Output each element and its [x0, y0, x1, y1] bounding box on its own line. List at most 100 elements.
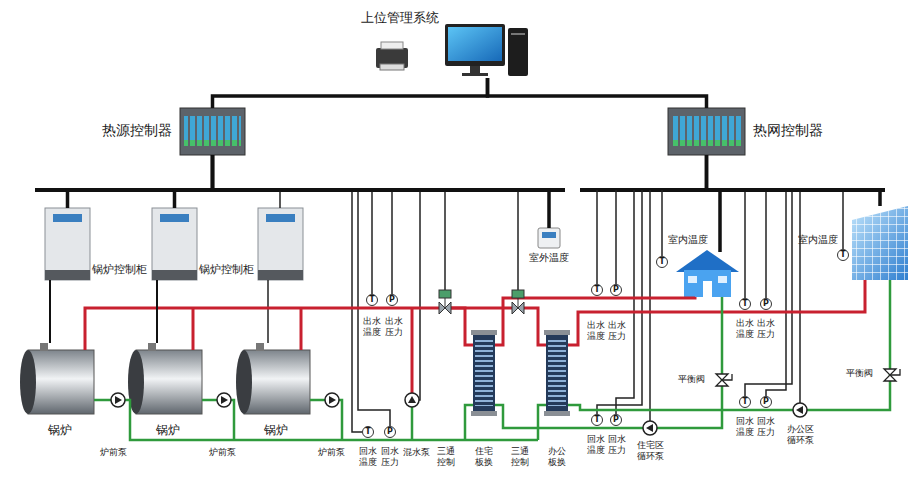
node-label: 住宅 板换 — [473, 446, 495, 468]
pipe-label: 出水 压力 — [607, 320, 627, 342]
sensor-letter: T — [366, 294, 378, 306]
valve-handle — [890, 369, 900, 375]
pipe-label: 回水 温度 — [586, 434, 606, 456]
node-label: 锅炉控制柜 — [92, 263, 147, 276]
return-pipe — [538, 405, 546, 440]
house-roof — [676, 250, 739, 272]
supply-pipe — [451, 308, 473, 345]
pipe-label: 出水 压力 — [756, 318, 776, 340]
office-building — [852, 206, 908, 280]
sensor-letter: T — [739, 298, 751, 310]
pipe-label: 回水 压力 — [756, 416, 776, 438]
exchanger-cap — [544, 411, 570, 416]
valve-handle — [722, 374, 732, 380]
controller-node: 热源控制器 — [180, 108, 245, 155]
pump-mark — [408, 396, 416, 403]
bus-connector — [49, 280, 51, 343]
cabinet-screen — [266, 214, 295, 222]
pipe-label: 回水 温度 — [735, 416, 755, 438]
monitor-screen — [448, 27, 502, 61]
sensor-letter: P — [610, 414, 622, 426]
signal-wire — [616, 190, 634, 414]
pc-drive — [511, 33, 525, 35]
pipe-label: 住宅区 循环泵 — [636, 440, 665, 462]
pipe-label: 办公区 循环泵 — [786, 424, 815, 446]
signal-wire — [765, 190, 767, 298]
signal-wire — [391, 190, 393, 294]
monitor-stand — [470, 66, 480, 73]
bus-connector — [488, 78, 707, 108]
signal-wire — [419, 190, 420, 400]
house-body — [684, 270, 731, 297]
return-pipe — [339, 400, 342, 440]
signal-wire — [444, 190, 446, 290]
sensor-letter: T — [837, 249, 849, 261]
building-windows — [852, 206, 908, 280]
signal-wire — [649, 190, 651, 421]
sensor-screen — [542, 232, 556, 238]
exchanger-cap — [471, 330, 497, 335]
signal-wire — [517, 190, 519, 290]
node-label: 室内温度 — [668, 234, 708, 246]
exchanger-node: 住宅 板换 — [473, 333, 495, 413]
sensor-letter: P — [386, 294, 398, 306]
boiler-burner — [256, 343, 264, 351]
pump-mark — [221, 396, 228, 404]
boiler-body — [136, 350, 202, 414]
sensor-letter: P — [384, 426, 396, 438]
node-label: 室内温度 — [798, 234, 838, 246]
bus-connector — [707, 155, 721, 252]
house-node: 室内温度 — [680, 252, 735, 297]
valve-actuator — [439, 290, 451, 298]
bus-connector — [707, 155, 881, 206]
cabinet-screen — [53, 214, 82, 222]
signal-wire — [842, 190, 844, 249]
sensor-letter: P — [610, 284, 622, 296]
pump — [643, 421, 657, 435]
supply-pipe — [300, 308, 303, 350]
signal-wire — [766, 190, 786, 396]
pipe-label: 出水 温度 — [586, 320, 606, 342]
cabinet-node: 锅炉控制柜 — [152, 208, 197, 280]
sensor-letter: P — [760, 298, 772, 310]
pump-mark — [115, 396, 122, 404]
cabinet-base — [45, 270, 90, 280]
node-label: 锅炉 — [128, 423, 208, 437]
exchanger-node: 办公 板换 — [546, 333, 568, 413]
pump — [111, 393, 125, 407]
computer-node: 上位管理系统 — [445, 22, 530, 78]
pipe-label: 炉前泵 — [100, 447, 127, 458]
pipe-label: 炉前泵 — [209, 447, 236, 458]
sensor-node: 室外温度 — [538, 228, 560, 248]
pump — [405, 393, 419, 407]
cabinet-base — [152, 270, 197, 280]
supply-pipe — [524, 308, 546, 345]
exchanger-cap — [471, 411, 497, 416]
signal-wire — [744, 190, 746, 298]
signal-wire — [352, 190, 362, 432]
node-label: 室外温度 — [529, 252, 569, 264]
controller-rack — [180, 108, 245, 155]
controller-modules — [184, 116, 241, 146]
supply-pipe — [85, 308, 439, 350]
node-label: 上位管理系统 — [361, 10, 439, 26]
pipe-label: 三通 控制 — [436, 446, 456, 468]
printer-tray — [380, 64, 404, 70]
signal-wire — [799, 190, 801, 403]
sensor-letter: T — [591, 284, 603, 296]
node-label: 锅炉 — [20, 423, 100, 437]
pump-mark — [329, 396, 336, 404]
sensor-letter: T — [656, 256, 668, 268]
node-label: 锅炉 — [236, 423, 316, 437]
exchanger-plates — [548, 340, 566, 406]
boiler-node: 锅炉 — [128, 343, 208, 420]
pump — [793, 403, 807, 417]
signal-wire — [745, 190, 792, 396]
return-pipe — [310, 399, 325, 402]
heat-exchanger — [473, 333, 495, 413]
pc-tower — [508, 28, 528, 76]
